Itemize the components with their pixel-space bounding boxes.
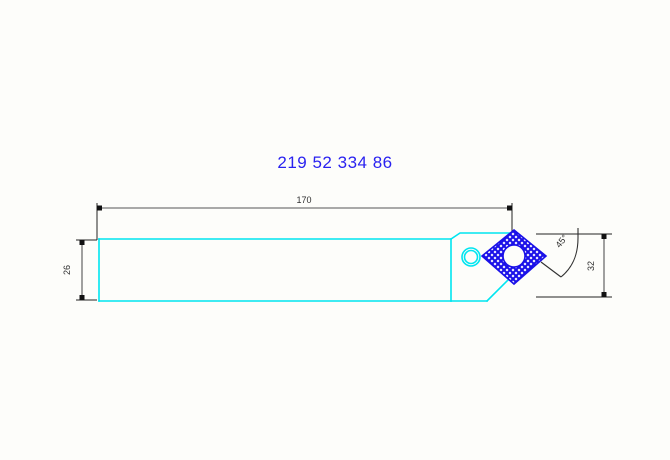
dim-label-head-height: 32 [586, 261, 596, 271]
dim-terminator-head-top [601, 234, 607, 239]
angle-leader-line [540, 261, 562, 278]
head-top-chamfer [449, 232, 513, 241]
tool-shank-body [98, 232, 518, 303]
dimension-head-height-32: 32 [536, 233, 612, 298]
angle-arc [560, 237, 579, 278]
dim-terminator-left [97, 205, 102, 211]
dim-terminator-head-bottom [601, 292, 607, 297]
dimension-length-170: 170 [96, 195, 513, 240]
dim-terminator-bottom [79, 295, 85, 300]
dim-terminator-top [79, 240, 85, 245]
dim-label-shank-height: 26 [62, 265, 72, 275]
dim-label-length: 170 [296, 195, 311, 205]
clamp-screw-hole [461, 247, 481, 267]
dim-terminator-right [507, 205, 512, 211]
rhombic-cutting-insert [480, 228, 548, 286]
insert-center-hole [502, 244, 526, 268]
dim-label-lead-angle: 45° [554, 232, 571, 249]
dimension-shank-height-26: 26 [62, 239, 97, 301]
annotation-lead-angle: 45° [540, 228, 579, 278]
page-title: 219 52 334 86 [277, 153, 392, 172]
screw-hole-outer-circle [461, 247, 481, 267]
screw-hole-inner-circle [463, 249, 479, 265]
